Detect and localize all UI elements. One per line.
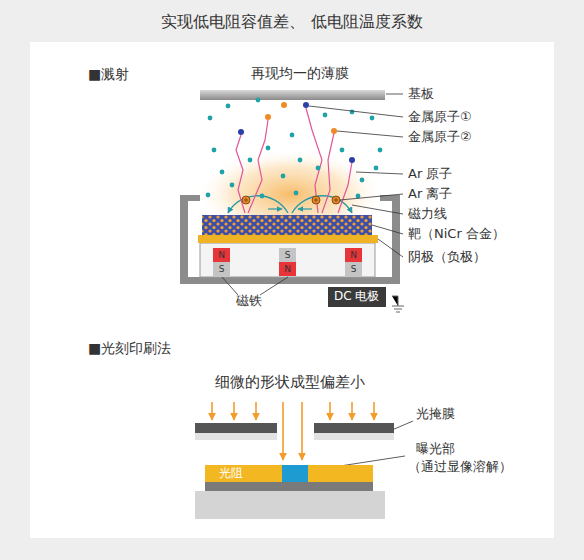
callout-label: Ar 离子 [408, 186, 452, 202]
magnet: NS [345, 248, 362, 276]
callout-label: （通过显像溶解） [408, 459, 512, 475]
magnet: NS [213, 248, 230, 276]
argon-atom [248, 158, 253, 163]
pole-letter: S [213, 262, 230, 276]
argon-atom [220, 170, 225, 175]
callout-label: 基板 [408, 86, 434, 102]
argon-atom [206, 193, 211, 198]
title: 实现低电阻容值差、 低电阻温度系数 [161, 12, 422, 31]
electrode-label: DC 电极 [334, 289, 380, 305]
argon-atom [294, 191, 299, 196]
resist-band: 光阻 [205, 465, 281, 482]
resist-label: 光阻 [219, 465, 281, 482]
argon-atom [316, 166, 321, 171]
callout-label: ■光刻印刷法 [88, 340, 171, 357]
callout-label: 细微的形状成型偏差小 [215, 373, 365, 391]
pole-letter: S [345, 262, 362, 276]
callout-label: 阴极（负极） [408, 249, 486, 265]
pole-letter: S [279, 248, 296, 262]
callout-label: 磁力线 [408, 206, 447, 222]
callout-label: 曝光部 [416, 441, 455, 457]
argon-atom [290, 133, 295, 138]
callout-label: 光掩膜 [416, 406, 455, 422]
electrode-box: DC 电极 [328, 287, 386, 307]
argon-atom [266, 146, 271, 151]
argon-atom [256, 98, 261, 103]
argon-atom [356, 194, 361, 199]
argon-atom [260, 194, 265, 199]
argon-atom [226, 104, 231, 109]
argon-atom [370, 116, 375, 121]
argon-atom [208, 116, 213, 121]
callout-label: 金属原子① [408, 109, 472, 125]
callout-label: 金属原子② [408, 129, 472, 145]
magnet: SN [279, 248, 296, 276]
pole-letter: N [213, 248, 230, 262]
pole-letter: N [279, 262, 296, 276]
argon-atom [323, 113, 328, 118]
callout-label: 磁铁 [236, 293, 262, 309]
argon-atom [298, 158, 303, 163]
argon-atom [281, 174, 286, 179]
argon-atom [374, 166, 379, 171]
pole-letter: N [345, 248, 362, 262]
callout-label: Ar 原子 [408, 166, 452, 182]
callout-label: ■溅射 [88, 66, 129, 83]
argon-atom [378, 148, 383, 153]
argon-atom [350, 110, 355, 115]
argon-atom [340, 148, 345, 153]
argon-atom [230, 183, 235, 188]
callout-label: 再现均一的薄膜 [251, 65, 349, 82]
argon-atom [360, 178, 365, 183]
callout-label: 靶（NiCr 合金） [408, 226, 505, 242]
argon-atom [212, 148, 217, 153]
